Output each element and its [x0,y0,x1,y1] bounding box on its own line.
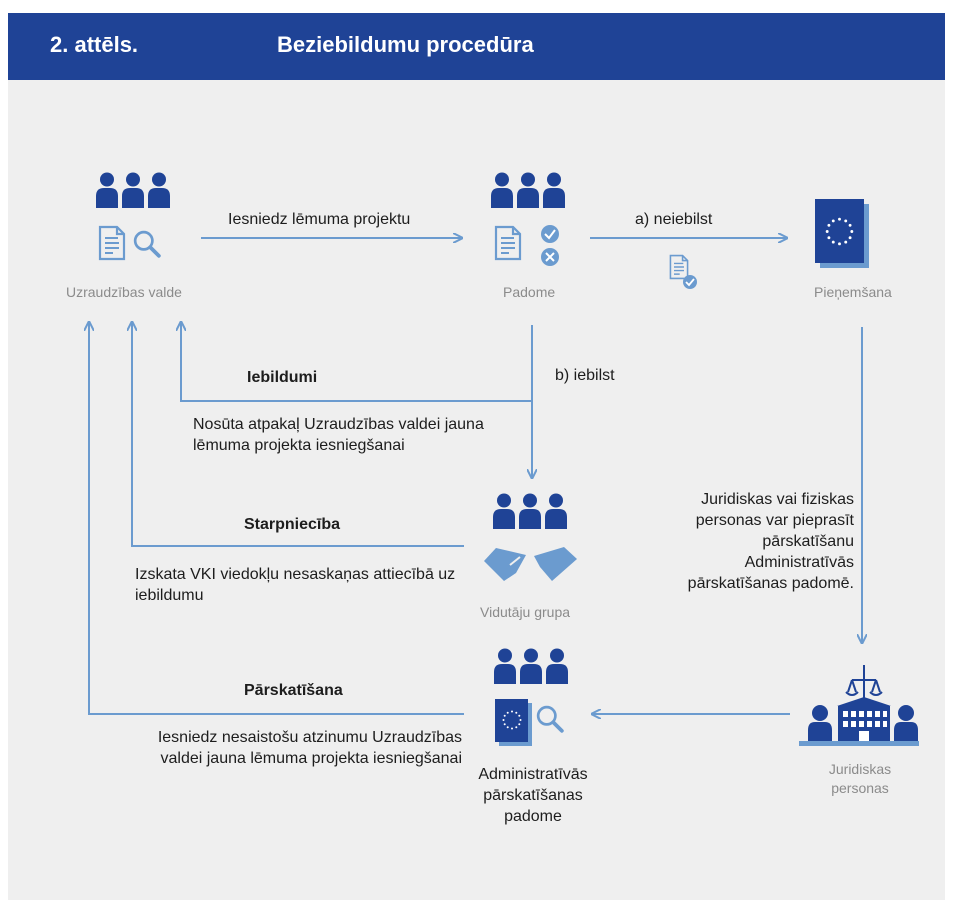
edge-desc-mediation: Izskata VKI viedokļu nesaskaņas attiecīb… [135,566,456,604]
node-label-council: Padome [503,284,556,300]
edge-label-objection: b) iebilst [555,367,615,384]
people-group-icon [96,172,170,208]
figure-panel: 2. attēls. Beziebildumu procedūra [8,13,945,900]
document-search-icon [536,705,564,733]
arrow-review-return [89,322,464,715]
node-label-supervisory-board: Uzraudzības valde [66,284,182,300]
node-label-adoption: Pieņemšana [814,284,892,300]
edge-desc-appeal: Juridiskas vai fiziskas personas var pie… [687,491,854,592]
edge-desc-objections: Nosūta atpakaļ Uzraudzības valdei jauna … [193,416,484,454]
eu-book-icon [815,199,869,268]
node-label-admin-board: Administratīvās pārskatīšanas padome [478,766,588,825]
edge-title-mediation: Starpniecība [244,516,341,533]
eu-book-icon [495,699,532,746]
document-check-cross-icon [494,225,559,266]
node-label-legal-persons: Juridiskas personas [828,761,892,796]
court-building-icon [799,665,919,746]
people-group-icon [494,648,568,684]
edge-label-submit-draft: Iesniedz lēmuma projektu [228,211,411,228]
figure-header: 2. attēls. Beziebildumu procedūra [8,13,945,80]
figure-title: Beziebildumu procedūra [277,32,534,57]
arrow-mediation-return [132,322,464,547]
handshake-icon [484,547,577,581]
people-group-icon [491,172,565,208]
edge-title-objections: Iebildumi [247,369,318,386]
people-group-icon [493,493,567,529]
connector-arrows [89,238,862,714]
document-search-icon [98,225,161,261]
arrow-objections-return [181,322,532,402]
document-approved-icon [669,254,697,289]
edge-title-review: Pārskatīšana [244,682,343,699]
edge-label-no-objection: a) neiebilst [635,211,713,228]
edge-desc-review: Iesniedz nesaistošu atzinumu Uzraudzības… [157,729,462,767]
node-label-mediation-group: Vidutāju grupa [480,604,571,620]
figure-number: 2. attēls. [50,32,139,57]
